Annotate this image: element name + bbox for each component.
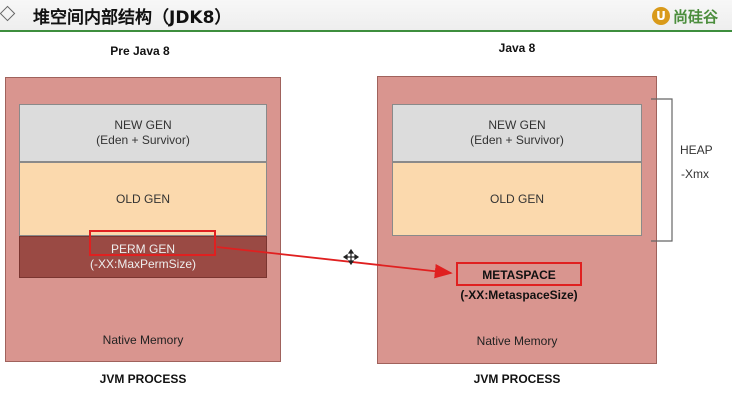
- pre-java8-new-gen: NEW GEN (Eden + Survivor): [19, 104, 267, 162]
- java8-jvm-process-label: JVM PROCESS: [473, 372, 561, 386]
- java8-new-gen: NEW GEN (Eden + Survivor): [392, 104, 642, 162]
- new-gen-sub-label: (Eden + Survivor): [96, 133, 190, 147]
- heap-label: HEAP: [680, 143, 713, 157]
- slide-header: 堆空间内部结构（JDK8） U 尚硅谷: [0, 0, 732, 32]
- new-gen-label: NEW GEN: [114, 118, 172, 132]
- heap-xmx-label: -Xmx: [681, 167, 709, 181]
- perm-gen-label: PERM GEN: [110, 242, 175, 256]
- brand-logo: U 尚硅谷: [651, 5, 718, 27]
- pre-java8-native-memory: Native Memory: [102, 333, 184, 347]
- heap-bracket: [651, 98, 673, 242]
- logo-text: 尚硅谷: [672, 7, 718, 26]
- slide-title: 堆空间内部结构（JDK8）: [33, 8, 232, 28]
- java8-title: Java 8: [498, 41, 536, 55]
- old-gen-label: OLD GEN: [489, 191, 544, 206]
- java8-old-gen: OLD GEN: [392, 162, 642, 236]
- logo-u-icon: U: [651, 7, 670, 25]
- perm-to-metaspace-arrow: [216, 246, 453, 279]
- pre-java8-perm-gen: PERM GEN (-XX:MaxPermSize): [19, 236, 267, 278]
- pre-java8-jvm-process-label: JVM PROCESS: [99, 372, 187, 386]
- move-cursor-icon: [342, 248, 360, 266]
- pre-java8-title: Pre Java 8: [110, 44, 170, 58]
- perm-gen-sub-label: (-XX:MaxPermSize): [89, 257, 196, 271]
- pre-java8-old-gen: OLD GEN: [19, 162, 267, 236]
- old-gen-label: OLD GEN: [115, 191, 170, 206]
- metaspace-sub-label: (-XX:MetaspaceSize): [460, 288, 578, 302]
- metaspace-label: METASPACE: [482, 268, 556, 282]
- perm-gen-highlight-box: [89, 230, 216, 256]
- new-gen-label: NEW GEN: [488, 118, 546, 132]
- metaspace-highlight-box: [456, 262, 582, 286]
- new-gen-sub-label: (Eden + Survivor): [470, 133, 564, 147]
- java8-native-memory: Native Memory: [476, 334, 558, 348]
